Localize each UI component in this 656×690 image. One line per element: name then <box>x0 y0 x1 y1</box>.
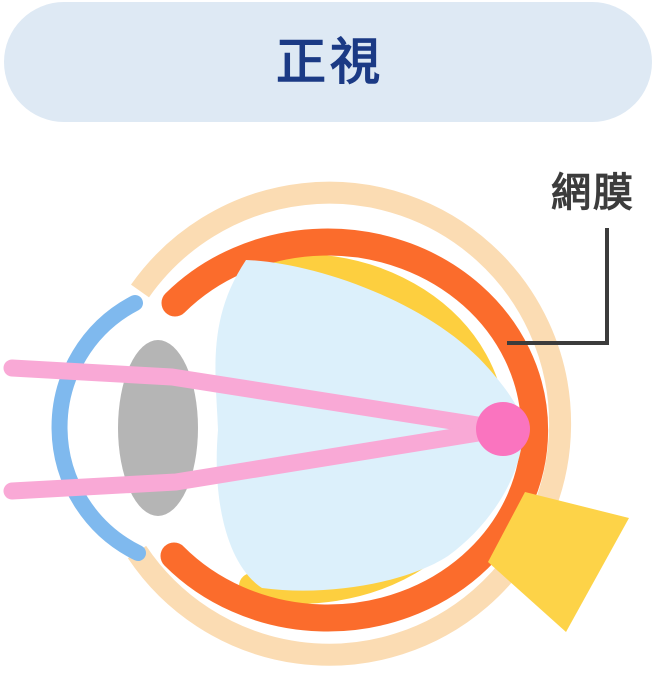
cornea-arc <box>51 295 146 561</box>
sclera-ring <box>127 181 572 666</box>
page-title: 正視 <box>276 34 384 90</box>
title-banner: 正視 <box>4 2 652 122</box>
retina-label-leader-line <box>507 228 609 345</box>
vitreous-body <box>215 260 523 591</box>
retina-label: 網膜 <box>551 171 635 215</box>
light-ray-top <box>3 359 512 438</box>
light-ray-bottom <box>3 420 512 500</box>
choroid-ring <box>160 228 549 632</box>
focal-point-dot <box>476 402 530 456</box>
optic-nerve-wedge <box>488 492 629 632</box>
